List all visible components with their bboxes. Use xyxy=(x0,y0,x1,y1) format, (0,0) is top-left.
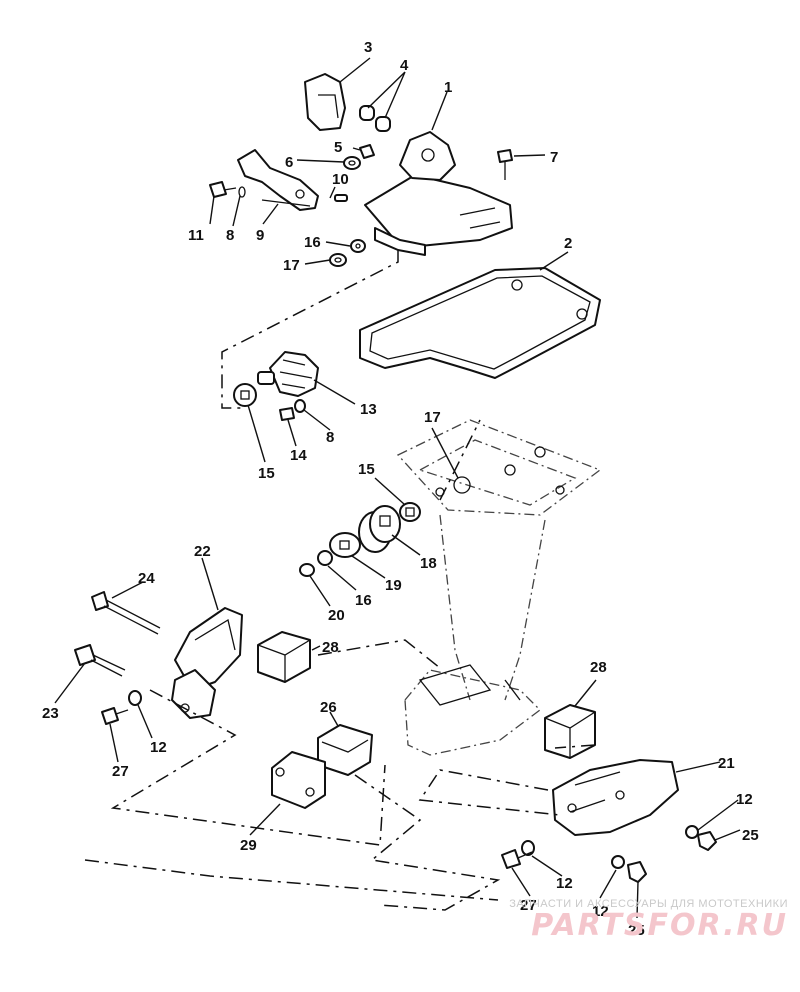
callout-17-right: 17 xyxy=(424,409,441,426)
callout-8-top: 8 xyxy=(226,227,234,244)
part-2-gasket xyxy=(359,267,601,379)
callout-23: 23 xyxy=(42,705,59,722)
callout-7: 7 xyxy=(550,149,558,166)
part-5-clip xyxy=(359,144,375,159)
callout-17-top: 17 xyxy=(283,257,300,274)
part-16-washer-right xyxy=(317,550,333,566)
callout-14: 14 xyxy=(290,447,307,464)
part-25-nut-right xyxy=(697,831,717,851)
part-15-washer-right xyxy=(399,502,421,522)
part-19-plate xyxy=(329,532,361,558)
callout-15-left: 15 xyxy=(258,465,275,482)
callout-9: 9 xyxy=(256,227,264,244)
part-27-bolt-left xyxy=(101,707,129,725)
part-27-bolt-right xyxy=(501,849,533,869)
callout-27-right: 27 xyxy=(520,897,537,914)
part-8-lockwasher-top xyxy=(238,186,246,198)
callout-12-left: 12 xyxy=(150,739,167,756)
callout-25-right: 25 xyxy=(742,827,759,844)
callout-2: 2 xyxy=(564,235,572,252)
callout-12-mid: 12 xyxy=(556,875,573,892)
callout-16-top: 16 xyxy=(304,234,321,251)
callout-29: 29 xyxy=(240,837,257,854)
part-14-screw xyxy=(279,407,295,421)
part-13-rubber-mount xyxy=(257,351,319,397)
callout-28-left: 28 xyxy=(322,639,339,656)
part-12-washer-right-c xyxy=(611,855,625,869)
callout-15-right: 15 xyxy=(358,461,375,478)
callout-4: 4 xyxy=(400,57,409,74)
callout-8-mid: 8 xyxy=(326,429,334,446)
leader-lines xyxy=(54,57,741,919)
watermark-brand: PARTSFOR.RU xyxy=(531,908,788,943)
part-28-block-right xyxy=(544,704,596,759)
part-17-nut-top xyxy=(329,253,347,267)
callout-22: 22 xyxy=(194,543,211,560)
callout-24: 24 xyxy=(138,570,155,587)
part-16-washer-top xyxy=(350,239,366,253)
assembly-lines xyxy=(84,250,596,911)
watermark: ЗАПЧАСТИ И АКСЕССУАРЫ ДЛЯ МОТОТЕХНИКИ PA… xyxy=(468,898,788,943)
part-3-cap xyxy=(304,73,346,131)
part-12-washer-left xyxy=(128,690,142,706)
callout-27-left: 27 xyxy=(112,763,129,780)
callout-6: 6 xyxy=(285,154,293,171)
callout-10: 10 xyxy=(332,171,349,188)
part-24-bolt xyxy=(91,591,161,635)
callout-12-bottom: 12 xyxy=(592,903,609,920)
callout-18: 18 xyxy=(420,555,437,572)
watermark-tagline: ЗАПЧАСТИ И АКСЕССУАРЫ ДЛЯ МОТОТЕХНИКИ xyxy=(509,898,788,910)
callout-21: 21 xyxy=(718,755,735,772)
callout-5: 5 xyxy=(334,139,342,156)
part-26-pad xyxy=(317,724,373,776)
callout-25-bottom: 25 xyxy=(628,922,645,939)
part-12-washer-right-a xyxy=(685,825,699,839)
part-11-bolt xyxy=(209,181,237,198)
part-18-rubber-mount xyxy=(358,505,401,553)
callout-3: 3 xyxy=(364,39,372,56)
part-25-nut-bottom xyxy=(627,861,647,883)
part-29-pad xyxy=(271,751,326,809)
callout-20: 20 xyxy=(328,607,345,624)
callout-13: 13 xyxy=(360,401,377,418)
part-28-block-left xyxy=(257,631,311,683)
callout-12-right: 12 xyxy=(736,791,753,808)
driveshaft-housing-outline xyxy=(396,419,602,756)
callout-19: 19 xyxy=(385,577,402,594)
callout-labels: 3 4 1 5 6 7 10 11 8 9 16 17 2 13 8 14 15… xyxy=(42,39,759,939)
part-1-upper-mount xyxy=(364,131,513,256)
part-6-nut xyxy=(343,156,361,170)
part-9-lever xyxy=(237,149,319,211)
part-7-bolt xyxy=(497,149,513,180)
part-23-bolt xyxy=(74,644,126,677)
part-8-washer-mid xyxy=(294,399,306,413)
part-15-washer-left xyxy=(233,383,257,407)
part-21-lower-bracket xyxy=(552,759,679,836)
part-22-lower-bracket xyxy=(171,607,243,719)
callout-26: 26 xyxy=(320,699,337,716)
part-20-nut xyxy=(299,563,315,577)
part-12-washer-right-b xyxy=(521,840,535,856)
callout-28-right: 28 xyxy=(590,659,607,676)
callout-11: 11 xyxy=(188,227,204,244)
callout-16-right: 16 xyxy=(355,592,372,609)
part-4-bushings xyxy=(359,105,391,132)
callout-1: 1 xyxy=(444,79,452,96)
part-10-pin xyxy=(334,194,348,202)
